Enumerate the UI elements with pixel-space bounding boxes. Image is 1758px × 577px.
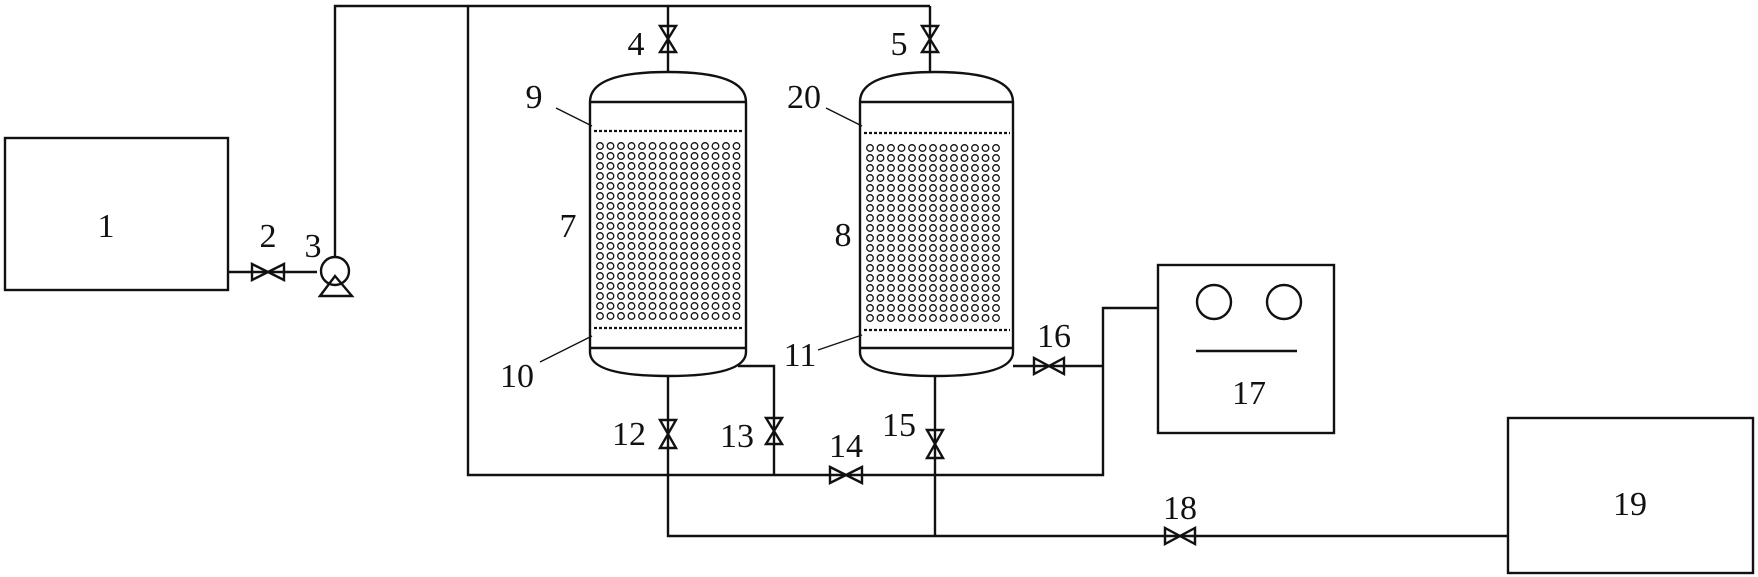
valve-18: [1163, 526, 1197, 546]
label-7: 7: [560, 208, 577, 245]
label-3: 3: [305, 228, 322, 265]
valve-5: [919, 24, 941, 54]
label-11: 11: [784, 337, 817, 374]
label-17: 17: [1232, 375, 1266, 412]
tank-19: [1506, 416, 1755, 575]
label-14: 14: [829, 428, 863, 465]
leader-9: [555, 107, 593, 127]
pipework: [228, 4, 1508, 538]
label-19: 19: [1613, 486, 1647, 523]
valve-12: [657, 418, 679, 450]
column-7: [588, 70, 748, 378]
packing-beads-8: [866, 144, 1000, 322]
valve-14: [828, 465, 864, 485]
valve-15: [924, 428, 946, 460]
valve-16: [1032, 356, 1066, 376]
label-15: 15: [882, 407, 916, 444]
valve-4: [657, 24, 679, 54]
valve-2: [250, 262, 286, 282]
label-8: 8: [835, 217, 852, 254]
label-2: 2: [260, 218, 277, 255]
label-20: 20: [787, 79, 821, 116]
leader-20: [825, 107, 863, 127]
pump-3: [317, 255, 355, 298]
valve-13: [763, 416, 785, 446]
tank-1: [3, 136, 230, 292]
leader-10: [539, 335, 593, 363]
leader-11: [817, 334, 863, 351]
gauge-left: [1195, 283, 1233, 321]
label-13: 13: [720, 418, 754, 455]
label-12: 12: [612, 416, 646, 453]
packing-beads-7: [596, 142, 741, 320]
label-1: 1: [98, 208, 115, 245]
label-4: 4: [628, 26, 645, 63]
label-10: 10: [500, 358, 534, 395]
label-18: 18: [1163, 490, 1197, 527]
label-9: 9: [526, 79, 543, 116]
detector-17: [1156, 263, 1336, 435]
gauge-right: [1265, 283, 1303, 321]
label-5: 5: [891, 26, 908, 63]
column-8: [858, 70, 1015, 378]
label-16: 16: [1037, 318, 1071, 355]
